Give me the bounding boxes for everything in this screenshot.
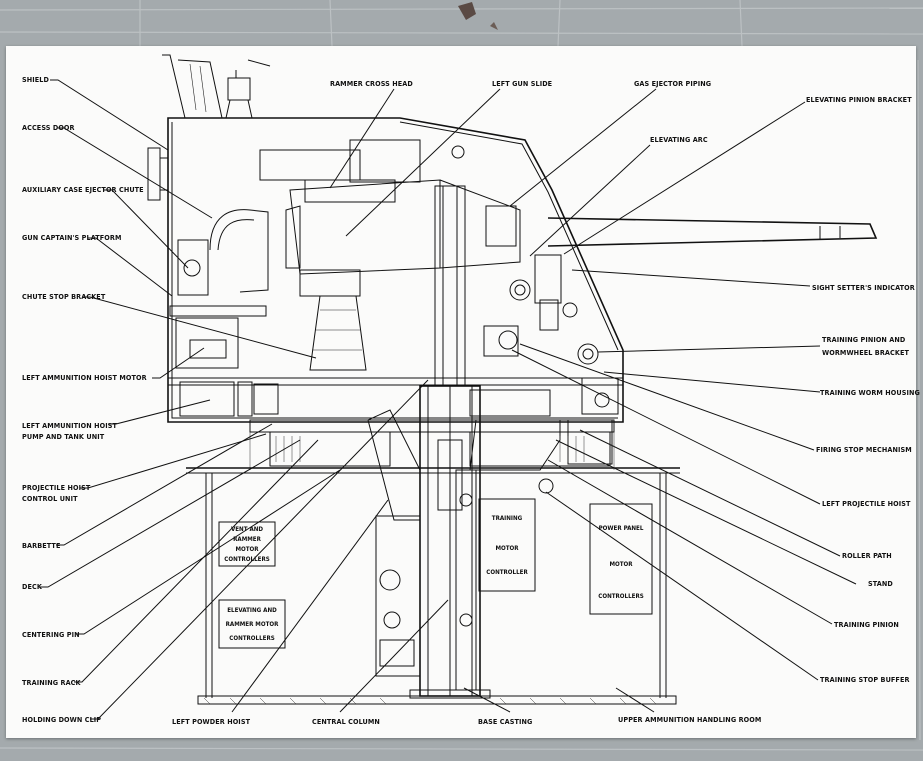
label-training-worm-housing: TRAINING WORM HOUSING [820, 388, 920, 397]
label-training-pinion-wormwheel-2: WORMWHEEL BRACKET [822, 348, 909, 357]
label-holding-down-clip: HOLDING DOWN CLIP [22, 715, 101, 724]
label-left-ammo-hoist-motor: LEFT AMMUNITION HOIST MOTOR [22, 373, 147, 382]
gun-assembly [259, 139, 878, 371]
controller-boxes [218, 498, 653, 649]
label-training-pinion-wormwheel-1: TRAINING PINION AND [822, 335, 906, 344]
label-gun-captains-platform: GUN CAPTAIN'S PLATFORM [22, 233, 122, 242]
label-stand: STAND [868, 579, 893, 588]
power-panel-box [589, 503, 653, 615]
power-panel-line1: POWER PANEL [599, 525, 644, 532]
power-panel-line2: MOTOR [609, 561, 633, 568]
label-firing-stop-mechanism: FIRING STOP MECHANISM [816, 445, 912, 454]
elevating-rammer-line2: RAMMER MOTOR [226, 621, 280, 628]
leader-lines [40, 79, 857, 720]
roller-path-and-stand [249, 419, 615, 470]
label-training-rack: TRAINING RACK [22, 678, 82, 687]
label-access-door: ACCESS DOOR [22, 123, 75, 132]
label-roller-path: ROLLER PATH [842, 551, 892, 560]
vent-rammer-line2: RAMMER [233, 536, 261, 543]
label-sight-setters-indicator: SIGHT SETTER'S INDICATOR [812, 283, 915, 292]
elevating-rammer-line1: ELEVATING AND [227, 607, 277, 614]
label-elevating-pinion-bracket: ELEVATING PINION BRACKET [806, 95, 912, 104]
vent-rammer-line3: MOTOR [235, 546, 259, 553]
label-deck: DECK [22, 582, 43, 591]
power-panel-line3: CONTROLLERS [598, 593, 644, 600]
central-column-structure [409, 185, 491, 699]
elevating-rammer-line3: CONTROLLERS [229, 635, 275, 642]
vent-rammer-line4: CONTROLLERS [224, 556, 270, 563]
right-mechanisms [469, 325, 619, 494]
label-left-ammo-hoist-pump-1: LEFT AMMUNITION HOIST [22, 421, 118, 430]
label-gas-ejector-piping: GAS EJECTOR PIPING [634, 79, 711, 88]
label-shield: SHIELD [22, 75, 50, 84]
label-aux-case-ejector-chute: AUXILIARY CASE EJECTOR CHUTE [22, 185, 144, 194]
label-left-projectile-hoist: LEFT PROJECTILE HOIST [822, 499, 911, 508]
label-elevating-arc: ELEVATING ARC [650, 135, 708, 144]
label-upper-ammo-handling-room: UPPER AMMUNITION HANDLING ROOM [618, 715, 761, 724]
training-motor-line2: MOTOR [495, 545, 519, 552]
label-projectile-hoist-control-1: PROJECTILE HOIST [22, 483, 91, 492]
powder-hoist [367, 409, 477, 691]
label-centering-pin: CENTERING PIN [22, 630, 80, 639]
shield-outline [167, 117, 624, 423]
label-left-ammo-hoist-pump-2: PUMP AND TANK UNIT [22, 432, 105, 441]
training-motor-line3: CONTROLLER [486, 569, 528, 576]
deck-and-handling-room [186, 467, 680, 705]
training-motor-line1: TRAINING [492, 515, 523, 522]
label-barbette: BARBETTE [22, 541, 60, 550]
label-left-powder-hoist: LEFT POWDER HOIST [172, 717, 251, 726]
sight-hood [162, 54, 271, 119]
label-left-gun-slide: LEFT GUN SLIDE [492, 79, 552, 88]
label-central-column: CENTRAL COLUMN [312, 717, 380, 726]
label-chute-stop-bracket: CHUTE STOP BRACKET [22, 292, 106, 301]
label-base-casting: BASE CASTING [478, 717, 532, 726]
label-training-pinion: TRAINING PINION [834, 620, 899, 629]
label-rammer-cross-head: RAMMER CROSS HEAD [330, 79, 413, 88]
left-side-equipment [147, 147, 279, 417]
elevating-rammer-box [218, 599, 286, 649]
training-motor-box [478, 498, 536, 592]
label-training-stop-buffer: TRAINING STOP BUFFER [820, 675, 910, 684]
label-projectile-hoist-control-2: CONTROL UNIT [22, 494, 78, 503]
